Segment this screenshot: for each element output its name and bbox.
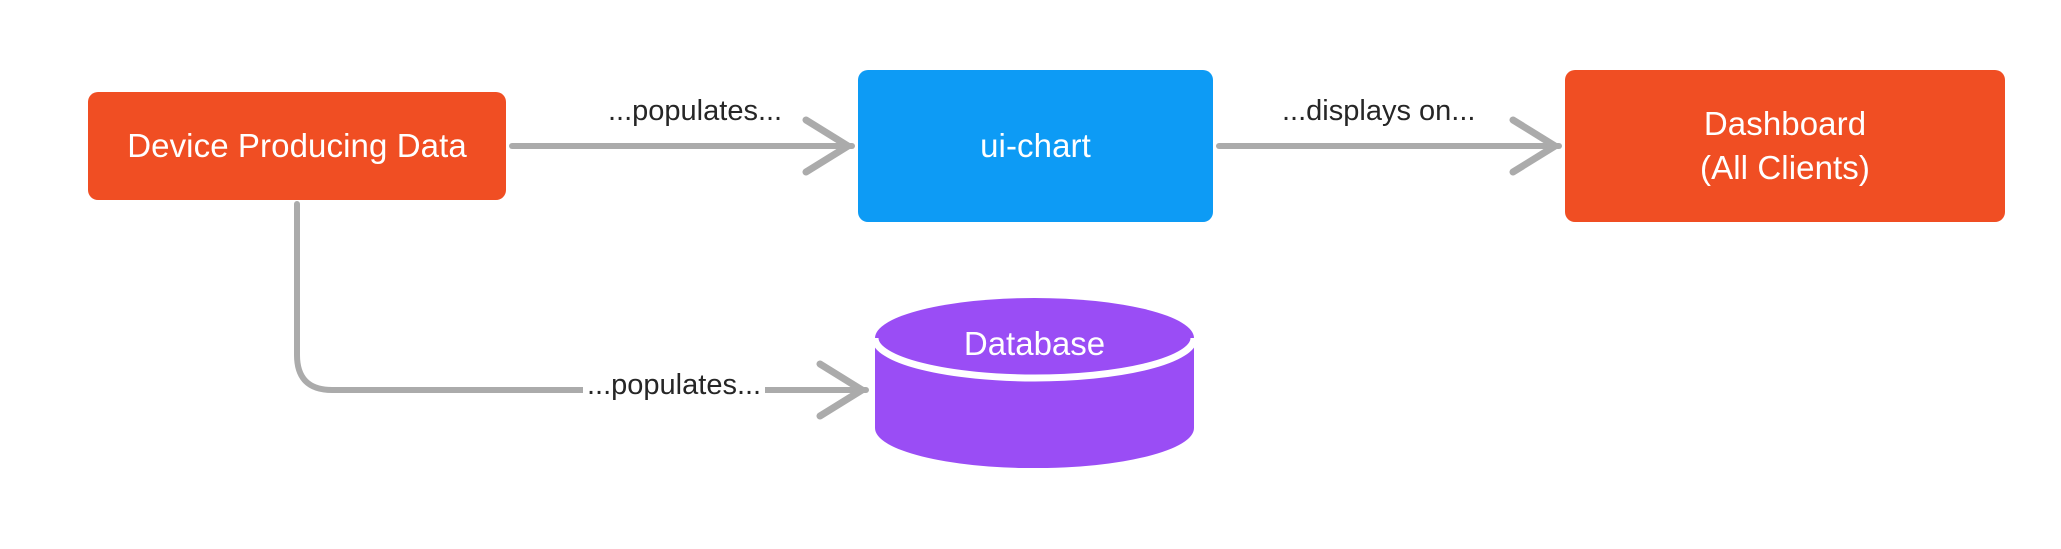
node-device-producing-data[interactable]: Device Producing Data xyxy=(88,92,506,200)
arrowhead-icon xyxy=(1509,116,1559,176)
arrowhead-icon xyxy=(816,360,866,420)
edge-device-to-database xyxy=(294,201,869,420)
node-label: Dashboard (All Clients) xyxy=(1700,105,1870,186)
node-database[interactable]: Database xyxy=(872,298,1197,468)
edge-uichart-to-dashboard xyxy=(1216,116,1562,176)
edge-label-displays-on: ...displays on... xyxy=(1278,97,1480,126)
node-ui-chart[interactable]: ui-chart xyxy=(858,70,1213,222)
node-dashboard[interactable]: Dashboard (All Clients) xyxy=(1565,70,2005,222)
edge-label-populates-database: ...populates... xyxy=(583,371,766,400)
edge-line xyxy=(294,201,869,393)
node-label: ui-chart xyxy=(980,127,1091,165)
node-label: Device Producing Data xyxy=(127,127,467,165)
arrowhead-icon xyxy=(802,116,852,176)
edge-label-populates-uichart: ...populates... xyxy=(604,97,787,126)
cylinder-rim xyxy=(872,337,1197,382)
cylinder-top xyxy=(875,298,1194,378)
edge-device-to-uichart xyxy=(509,116,855,176)
cylinder-icon xyxy=(872,298,1197,468)
